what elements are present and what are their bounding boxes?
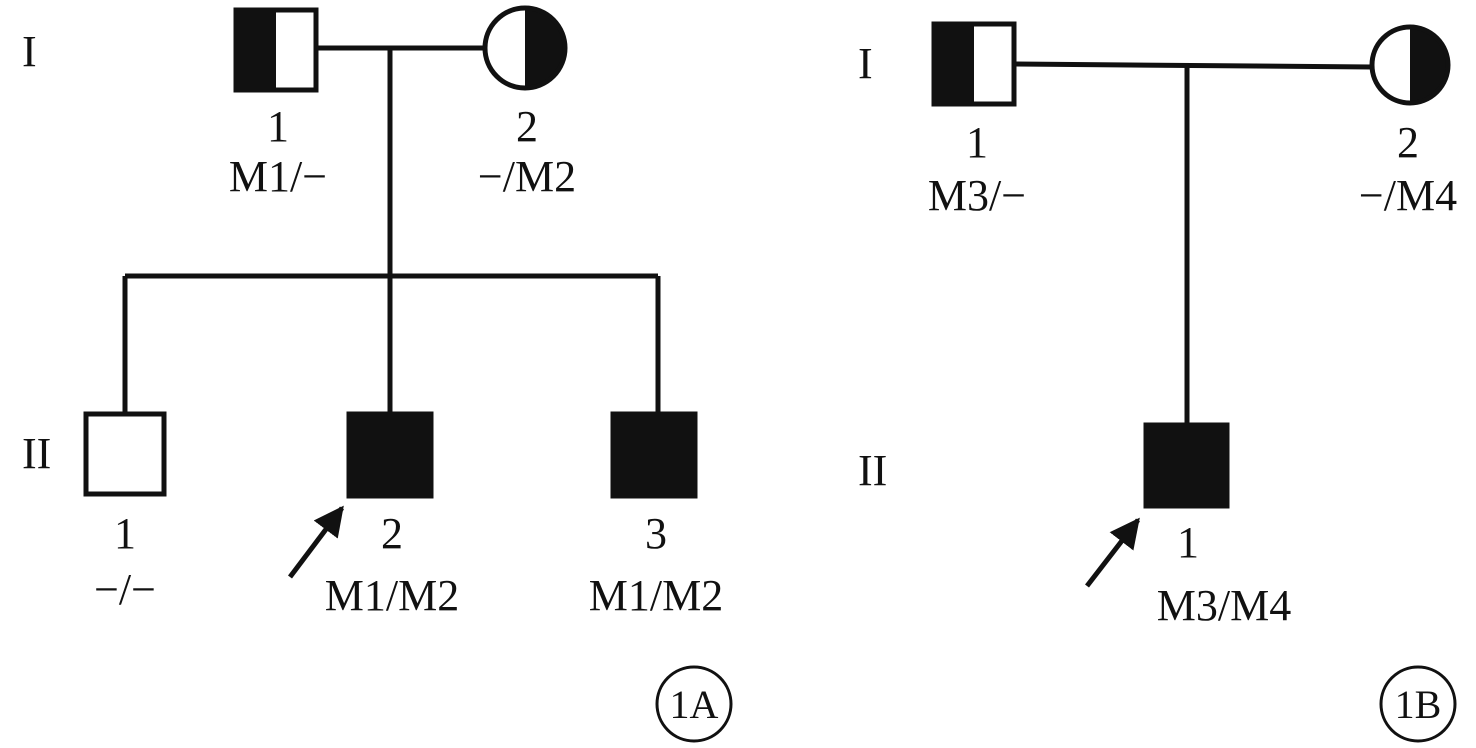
carrier-fill — [236, 10, 276, 90]
male-symbol — [346, 411, 434, 499]
member-genotype: −/M2 — [478, 152, 576, 201]
panel-1a: I II 1 M1/− 2 −/M2 1 −/− — [22, 5, 733, 743]
male-symbol — [83, 411, 167, 497]
generation-label-ii: II — [858, 446, 887, 495]
pedigree-member-a-i-2: 2 −/M2 — [478, 5, 576, 201]
panel-tag-label: 1B — [1395, 682, 1442, 727]
member-number: 2 — [1397, 118, 1419, 167]
pedigree-member-a-ii-1: 1 −/− — [83, 411, 167, 614]
member-genotype: M1/M2 — [325, 571, 459, 620]
member-genotype: −/M4 — [1359, 171, 1457, 220]
member-genotype: −/− — [94, 565, 156, 614]
panel-tag-1a: 1A — [655, 665, 733, 743]
generation-label-ii: II — [22, 429, 51, 478]
male-symbol — [1143, 422, 1230, 509]
generation-label-i: I — [22, 27, 37, 76]
member-genotype: M1/− — [229, 152, 327, 201]
carrier-fill — [525, 8, 565, 88]
member-genotype: M3/M4 — [1157, 581, 1291, 630]
carrier-fill — [934, 24, 974, 104]
member-number: 1 — [966, 118, 988, 167]
pedigree-member-b-ii-1: 1 M3/M4 — [1085, 422, 1291, 630]
member-genotype: M3/− — [928, 171, 1026, 220]
member-number: 2 — [381, 509, 403, 558]
pedigree-member-a-ii-3: 3 M1/M2 — [589, 411, 723, 620]
panel-1b: I II 1 M3/− 2 −/M4 1 M3/M4 1B — [858, 21, 1457, 743]
pedigree-member-a-i-1: 1 M1/− — [229, 7, 327, 201]
member-number: 1 — [114, 509, 136, 558]
male-symbol — [610, 411, 698, 499]
tag-circle — [655, 665, 733, 743]
carrier-fill — [1410, 27, 1448, 103]
proband-arrow-icon — [288, 505, 344, 579]
member-number: 1 — [267, 102, 289, 151]
female-symbol — [482, 5, 568, 91]
marriage-line — [1013, 61, 1373, 70]
panel-tag-1b: 1B — [1379, 665, 1457, 743]
male-symbol — [233, 7, 319, 93]
member-number: 3 — [645, 509, 667, 558]
male-symbol — [931, 21, 1017, 107]
generation-label-i: I — [858, 39, 873, 88]
pedigree-member-b-i-2: 2 −/M4 — [1359, 24, 1457, 220]
proband-arrow-icon — [1085, 517, 1140, 588]
pedigree-member-b-i-1: 1 M3/− — [928, 21, 1026, 220]
female-symbol — [1369, 24, 1451, 106]
panel-tag-label: 1A — [670, 682, 719, 727]
tag-circle — [1379, 665, 1457, 743]
member-number: 1 — [1177, 518, 1199, 567]
member-genotype: M1/M2 — [589, 571, 723, 620]
pedigree-member-a-ii-2: 2 M1/M2 — [288, 411, 459, 620]
member-number: 2 — [516, 102, 538, 151]
